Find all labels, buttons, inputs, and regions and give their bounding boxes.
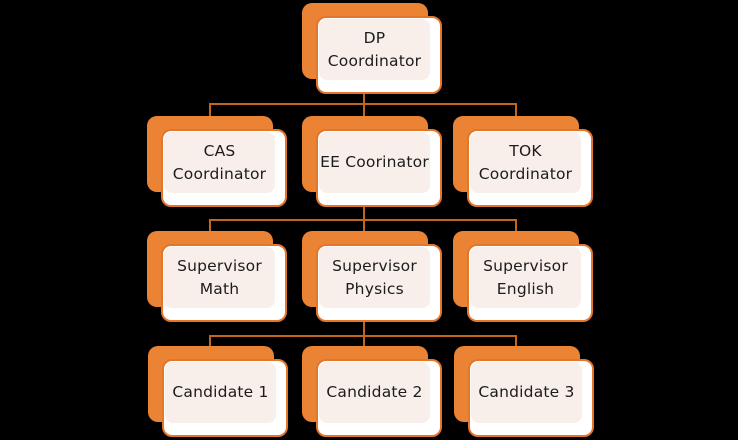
node-label: Candidate 1: [172, 383, 269, 401]
node-inner-panel: TOK Coordinator: [470, 132, 581, 193]
node-card: DP Coordinator: [316, 16, 442, 94]
node-card: TOK Coordinator: [467, 129, 593, 207]
connector-drop-physics: [363, 219, 365, 233]
node-label: EE Coorinator: [320, 153, 429, 171]
node-inner-panel: EE Coorinator: [319, 132, 430, 193]
org-node-dp-coordinator: DP Coordinator: [302, 3, 444, 96]
connector-drop-cand2: [363, 335, 365, 348]
node-inner-panel: Candidate 1: [165, 362, 276, 423]
node-label: Candidate 3: [478, 383, 575, 401]
org-node-candidate-3: Candidate 3: [454, 346, 596, 439]
node-inner-panel: Candidate 3: [471, 362, 582, 423]
org-node-cas-coordinator: CAS Coordinator: [147, 116, 289, 209]
node-label: CAS Coordinator: [172, 141, 267, 183]
org-node-candidate-2: Candidate 2: [302, 346, 444, 439]
node-inner-panel: Supervisor English: [470, 247, 581, 308]
node-card: Supervisor English: [467, 244, 593, 322]
connector-drop-cand3: [515, 335, 517, 348]
connector-drop-tok: [515, 103, 517, 118]
connector-drop-ee: [363, 103, 365, 118]
connector-drop-english: [515, 219, 517, 233]
node-card: Candidate 1: [162, 359, 288, 437]
node-card: Supervisor Math: [161, 244, 287, 322]
org-node-ee-coordinator: EE Coorinator: [302, 116, 444, 209]
connector-drop-cas: [209, 103, 211, 118]
node-card: EE Coorinator: [316, 129, 442, 207]
node-card: Candidate 3: [468, 359, 594, 437]
node-inner-panel: Supervisor Math: [164, 247, 275, 308]
org-node-tok-coordinator: TOK Coordinator: [453, 116, 595, 209]
node-card: Supervisor Physics: [316, 244, 442, 322]
org-node-supervisor-math: Supervisor Math: [147, 231, 289, 324]
node-card: Candidate 2: [316, 359, 442, 437]
connector-drop-math: [209, 219, 211, 233]
node-card: CAS Coordinator: [161, 129, 287, 207]
node-label: Supervisor Physics: [332, 256, 417, 298]
node-label: Candidate 2: [326, 383, 423, 401]
connector-drop-cand1: [209, 335, 211, 348]
org-node-supervisor-english: Supervisor English: [453, 231, 595, 324]
org-node-supervisor-physics: Supervisor Physics: [302, 231, 444, 324]
node-label: Supervisor Math: [177, 256, 262, 298]
node-inner-panel: DP Coordinator: [319, 19, 430, 80]
node-label: Supervisor English: [483, 256, 568, 298]
node-inner-panel: Supervisor Physics: [319, 247, 430, 308]
node-label: DP Coordinator: [327, 28, 422, 70]
node-inner-panel: CAS Coordinator: [164, 132, 275, 193]
org-node-candidate-1: Candidate 1: [148, 346, 290, 439]
node-label: TOK Coordinator: [478, 141, 573, 183]
node-inner-panel: Candidate 2: [319, 362, 430, 423]
